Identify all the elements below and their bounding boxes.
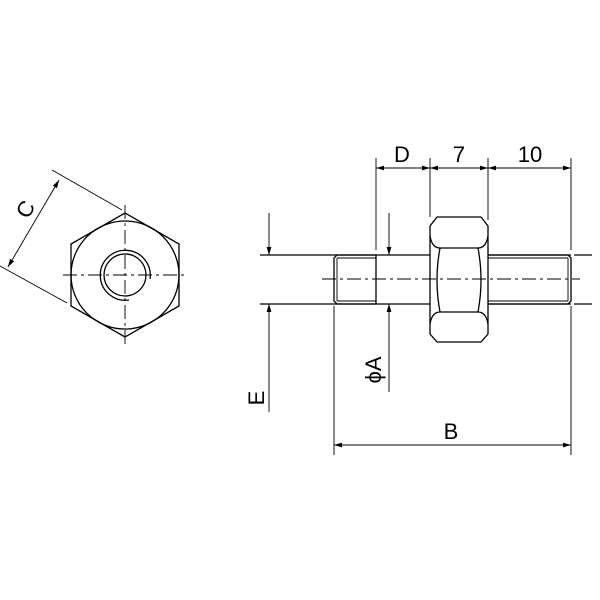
nut-flat-center (436, 247, 482, 313)
dim-label-10: 10 (518, 142, 542, 167)
dim-label-c: C (11, 196, 41, 222)
left-stud (333, 254, 377, 305)
c-dimension-line (7, 179, 60, 268)
right-stud (488, 254, 572, 305)
dim-label-d: D (394, 142, 410, 167)
dim-label-7: 7 (453, 142, 465, 167)
end-view: C (0, 169, 188, 345)
nut-chamfer-bottom (429, 311, 489, 325)
thread-arc (99, 249, 151, 301)
c-extension-top (51, 169, 123, 211)
nut-body (429, 216, 489, 343)
side-view: D 7 10 E ϕA B (244, 142, 592, 455)
dim-label-phi-a: ϕA (361, 356, 386, 383)
dim-label-b: B (444, 419, 459, 444)
c-extension-bottom (0, 265, 68, 304)
dim-label-e: E (244, 391, 269, 406)
nut-chamfer-top (429, 235, 489, 249)
